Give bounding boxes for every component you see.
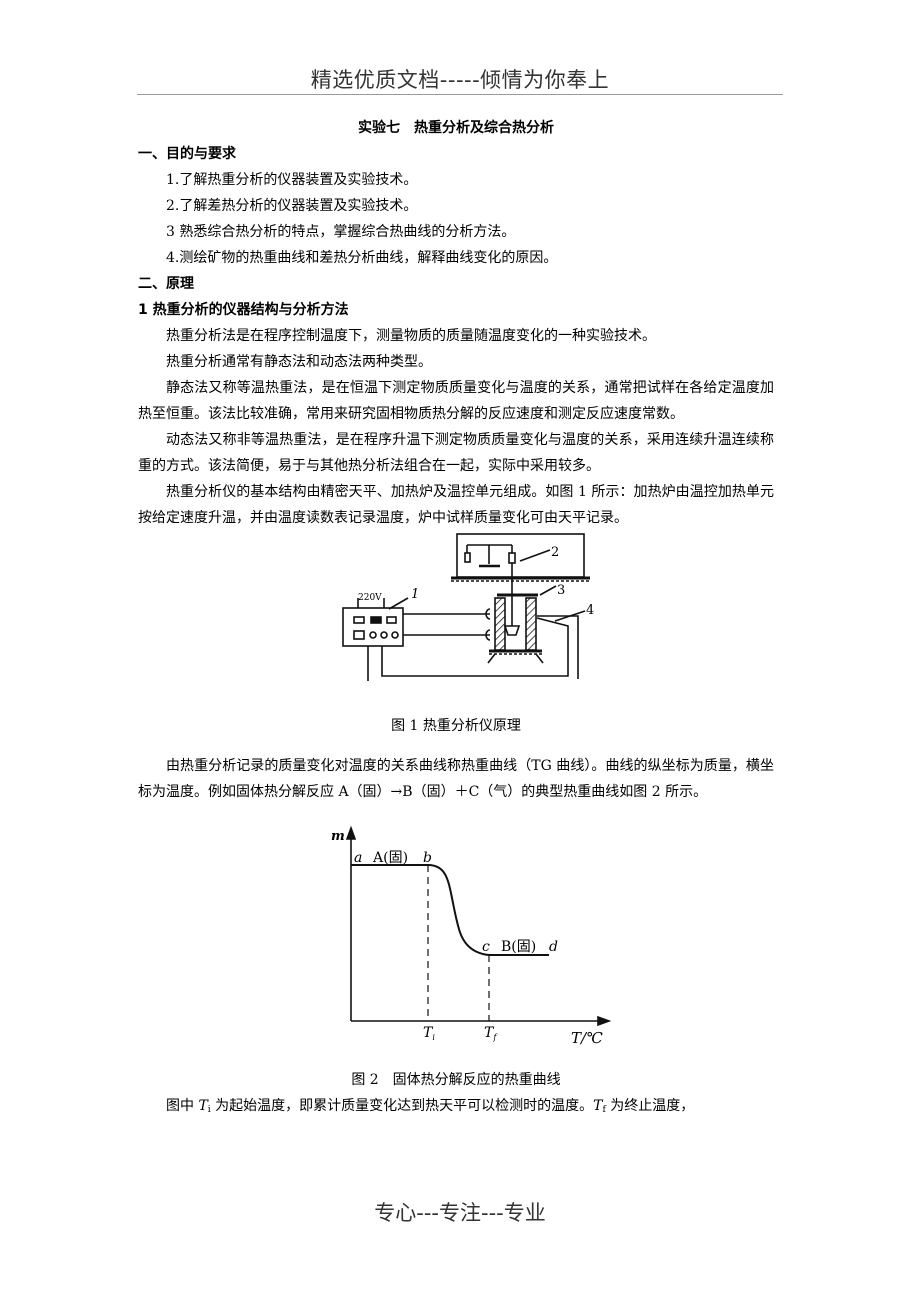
tick-ti: Ti <box>423 1025 435 1042</box>
objective-item: 4.测绘矿物的热重曲线和差热分析曲线，解释曲线变化的原因。 <box>166 250 558 266</box>
point-d: d <box>549 939 558 955</box>
point-c: c <box>482 939 490 955</box>
tg-apparatus-diagram: 220V 1 2 3 4 <box>342 533 594 681</box>
temperature-controller <box>342 607 404 647</box>
objective-item: 1.了解热重分析的仪器装置及实验技术。 <box>166 172 418 188</box>
paragraph: 图中 Ti 为起始温度，即累计质量变化达到热天平可以检测时的温度。Tf 为终止温… <box>166 1098 695 1115</box>
tick-tf: Tf <box>484 1025 498 1042</box>
document-title: 实验七 热重分析及综合热分析 <box>358 120 554 136</box>
paragraph: 动态法又称非等温热重法，是在程序升温下测定物质质量变化与温度的关系，采用连续升温… <box>138 432 774 474</box>
voltage-label: 220V <box>358 593 382 603</box>
header-divider <box>137 94 783 95</box>
point-b: b <box>423 850 432 866</box>
paragraph: 热重分析通常有静态法和动态法两种类型。 <box>166 354 432 370</box>
paragraph: 由热重分析记录的质量变化对温度的关系曲线称热重曲线（TG 曲线）。曲线的纵坐标为… <box>138 758 774 800</box>
figure-2-tg-curve: m a A(固) b c B(固) d Ti Tf T/℃ <box>138 805 774 1067</box>
y-axis-label: m <box>331 829 345 844</box>
objective-item: 3 熟悉综合热分析的特点，掌握综合热曲线的分析方法。 <box>166 224 516 240</box>
x-axis-label: T/℃ <box>571 1029 603 1047</box>
section-heading-principle: 二、原理 <box>138 276 194 292</box>
phase-a-label: A(固) <box>372 850 408 866</box>
phase-b-label: B(固) <box>501 939 536 955</box>
subsection-heading-tg: 1 热重分析的仪器结构与分析方法 <box>138 302 349 318</box>
figure-2-caption: 图 2 固体热分解反应的热重曲线 <box>351 1072 561 1088</box>
figure-1-caption: 图 1 热重分析仪原理 <box>391 718 521 734</box>
paragraph: 热重分析仪的基本结构由精密天平、加热炉及温控单元组成。如图 1 所示：加热炉由温… <box>138 484 774 526</box>
figure-1-apparatus: 220V 1 2 3 4 <box>138 531 774 701</box>
tg-curve <box>351 864 549 956</box>
point-a: a <box>354 850 362 866</box>
label-2: 2 <box>551 545 559 560</box>
label-3: 3 <box>557 583 565 598</box>
balance-enclosure <box>456 533 585 578</box>
paragraph: 静态法又称等温热重法，是在恒温下测定物质质量变化与温度的关系，通常把试样在各给定… <box>138 380 774 422</box>
paragraph: 热重分析法是在程序控制温度下，测量物质的质量随温度变化的一种实验技术。 <box>166 328 656 344</box>
objective-item: 2.了解差热分析的仪器装置及实验技术。 <box>166 198 418 214</box>
document-body: 实验七 热重分析及综合热分析 一、目的与要求 1.了解热重分析的仪器装置及实验技… <box>138 115 774 1123</box>
label-1: 1 <box>411 587 419 602</box>
label-4: 4 <box>586 603 594 618</box>
page-footer: 专心---专注---专业 <box>374 1201 546 1225</box>
tg-curve-chart: m a A(固) b c B(固) d Ti Tf T/℃ <box>331 825 612 1047</box>
section-heading-objectives: 一、目的与要求 <box>138 146 236 162</box>
page-header: 精选优质文档-----倾情为你奉上 <box>310 68 610 92</box>
